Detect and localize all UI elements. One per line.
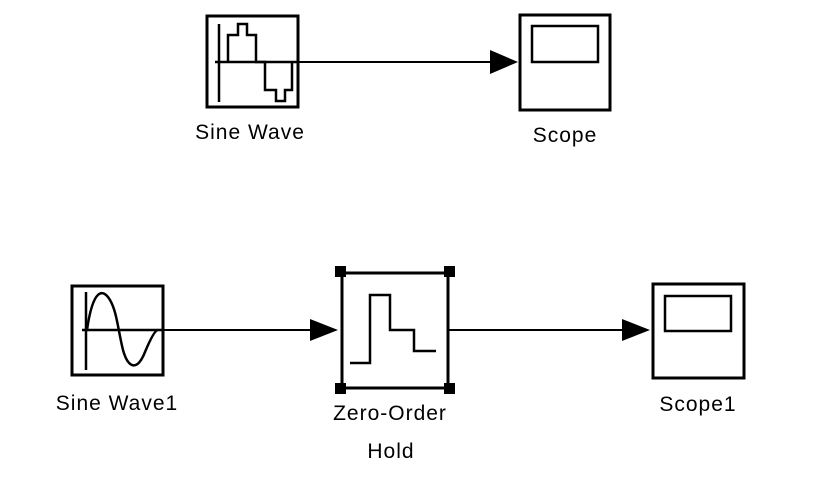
sine-wave-block[interactable] [205,14,300,109]
selection-handles[interactable] [335,266,455,394]
zoh-step-icon [350,293,436,365]
signal-line-sinewave-scope[interactable] [298,50,518,74]
zero-order-hold-label-line1: Zero-Order [333,402,447,425]
arrowhead-icon [310,319,338,341]
arrowhead-icon [622,319,650,341]
signal-line-zoh-scope1[interactable] [449,319,650,341]
scope-block[interactable] [518,13,612,112]
scope-screen-icon [663,294,733,333]
sine-icon [82,291,163,370]
scope1-label: Scope1 [659,393,736,416]
signal-line-sinewave1-zoh[interactable] [163,319,338,341]
scope-screen-icon [530,24,600,64]
sine-wave1-label: Sine Wave1 [56,392,178,415]
discrete-sine-icon [215,22,298,103]
sine-wave-label: Sine Wave [195,121,305,144]
zero-order-hold-block[interactable] [335,266,455,394]
scope-label: Scope [533,124,598,147]
scope1-block[interactable] [651,282,746,380]
zero-order-hold-label-line2: Hold [367,440,414,463]
arrowhead-icon [490,50,518,74]
sine-wave1-block[interactable] [70,284,165,377]
